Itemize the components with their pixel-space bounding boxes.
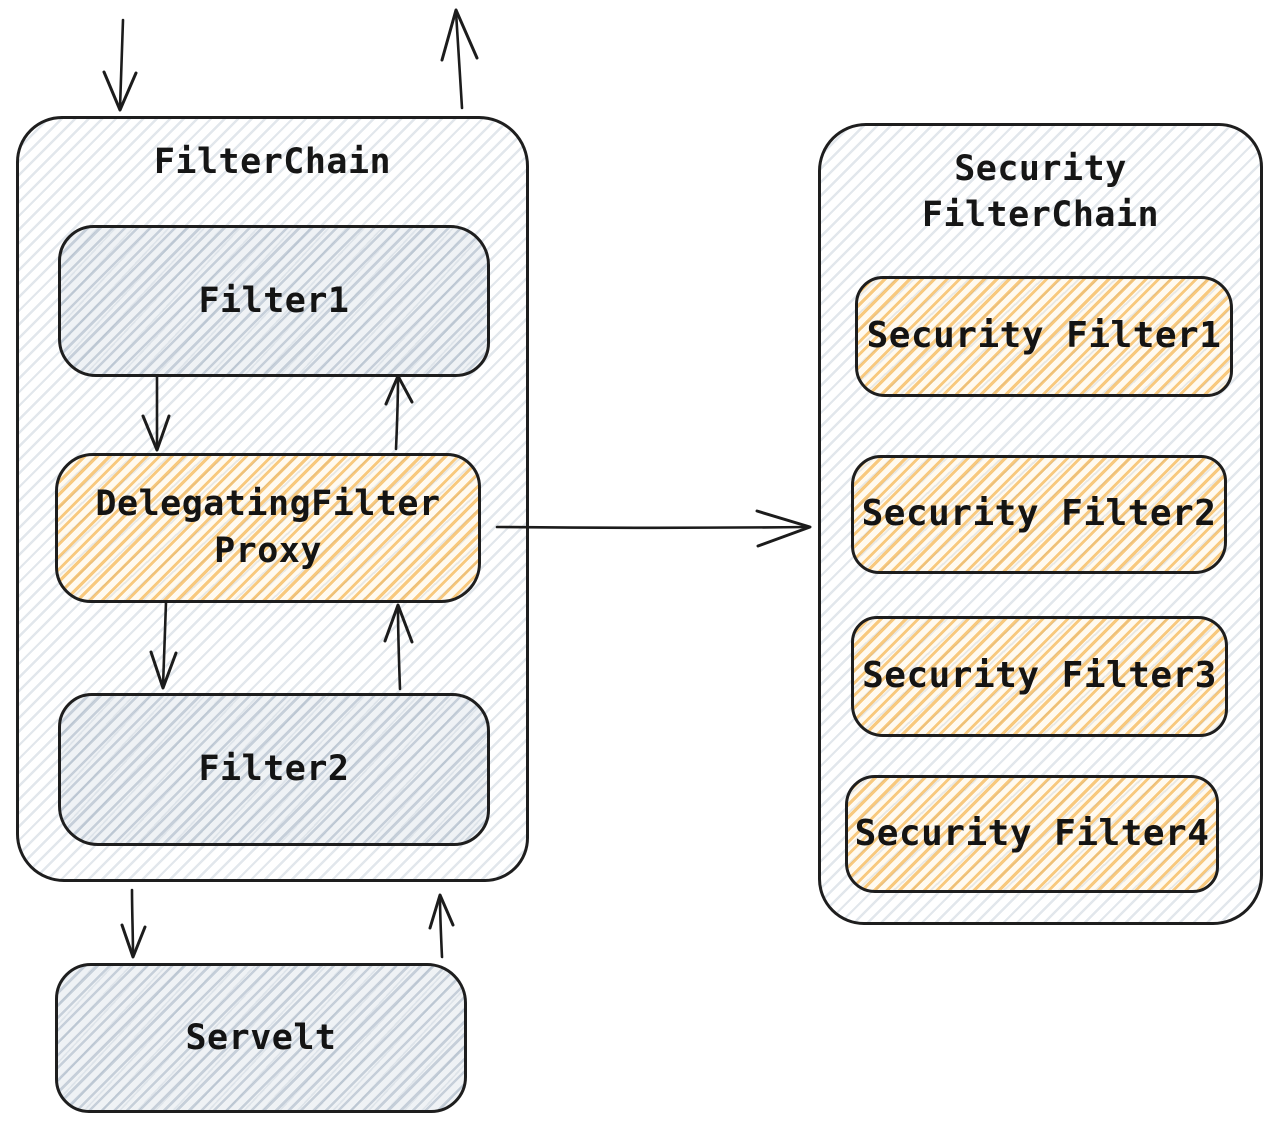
servlet-box: Servelt (55, 963, 467, 1113)
servlet-label: Servelt (185, 1017, 337, 1058)
security-filter1-label: Security Filter1 (866, 315, 1222, 357)
filter1-label: Filter1 (198, 280, 350, 321)
arrow-chain-to-servlet-icon (120, 888, 147, 959)
security-filter4-label: Security Filter4 (854, 812, 1210, 854)
security-filter3-label: Security Filter3 (862, 655, 1217, 697)
delegating-filter-proxy-label: DelegatingFilter Proxy (95, 484, 441, 571)
delegating-filter-proxy-box: DelegatingFilter Proxy (55, 453, 481, 603)
arrow-servlet-up-to-chain-icon (428, 893, 455, 959)
filter-chain-title: FilterChain (153, 142, 392, 182)
request-in-arrow-icon (102, 18, 138, 112)
filter2-label: Filter2 (198, 749, 350, 790)
security-filter3-box: Security Filter3 (851, 616, 1228, 737)
response-out-arrow-icon (440, 8, 479, 110)
security-filter2-label: Security Filter2 (861, 493, 1217, 535)
arrow-proxy-to-security-chain-icon (495, 509, 812, 548)
security-filter1-box: Security Filter1 (855, 276, 1233, 397)
security-filter-chain-container: Security FilterChain Security Filter1 Se… (818, 123, 1263, 925)
security-filter2-box: Security Filter2 (851, 455, 1227, 574)
filter1-box: Filter1 (58, 225, 490, 377)
security-filter4-box: Security Filter4 (845, 775, 1219, 893)
security-filter-chain-title: Security FilterChain (921, 149, 1160, 235)
filter-chain-container: FilterChain Filter1 DelegatingFilter Pro… (16, 116, 529, 882)
filter2-box: Filter2 (58, 693, 490, 846)
